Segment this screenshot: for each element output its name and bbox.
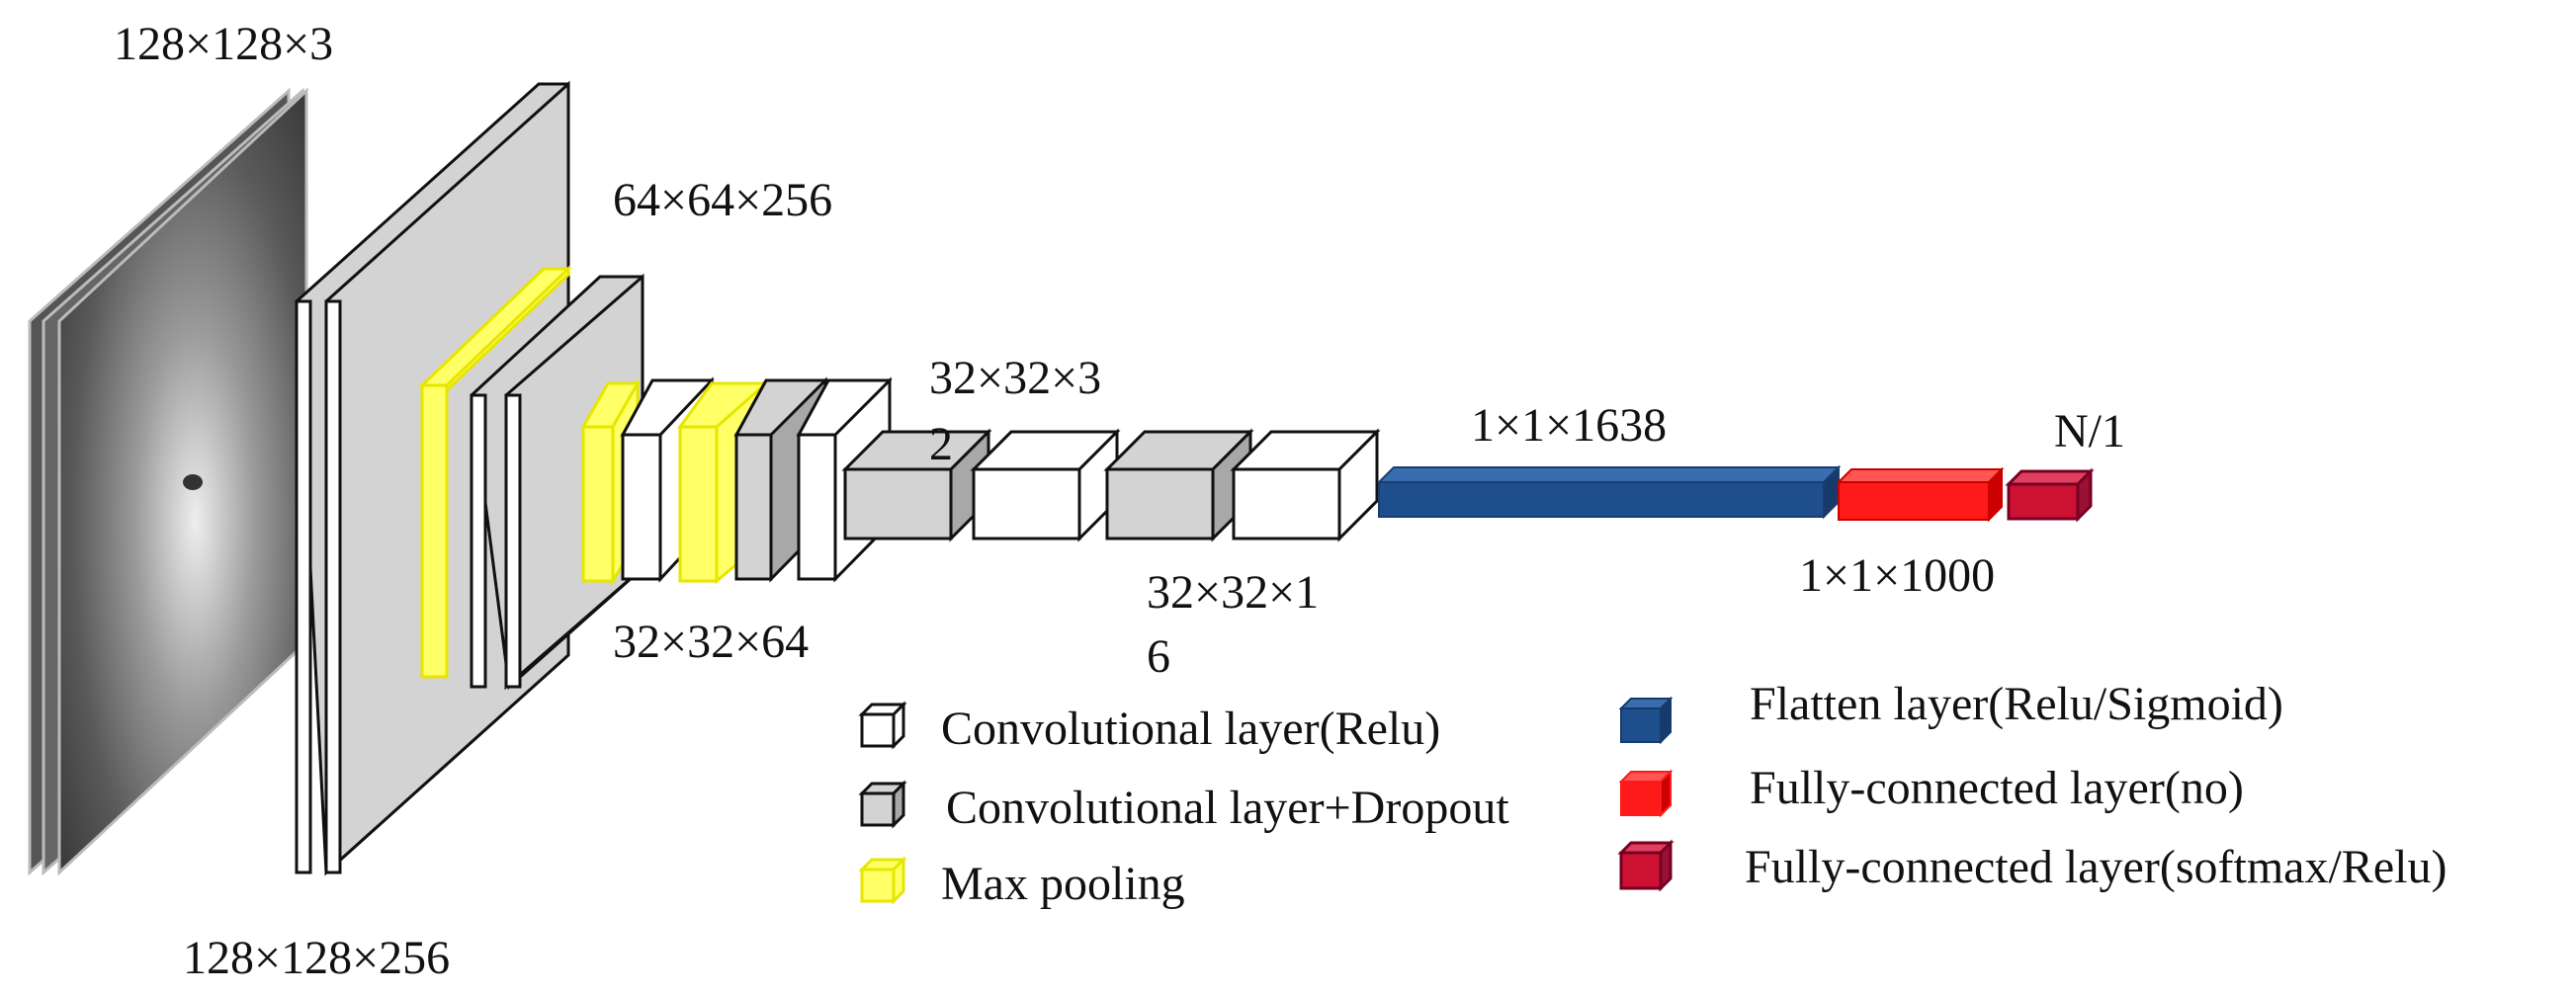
cube-icon [858, 780, 907, 829]
conv2-front-1 [470, 393, 487, 689]
output-layer [2005, 467, 2095, 523]
legend-item-flatten: Flatten layer(Relu/Sigmoid) [1618, 678, 2283, 745]
legend-label-fc-softmax: Fully-connected layer(softmax/Relu) [1745, 841, 2447, 893]
cube-icon [1617, 839, 1674, 892]
conv4c-front [1105, 467, 1215, 540]
legend-label-fc-no: Fully-connected layer(no) [1750, 762, 2244, 814]
legend-label-max-pooling: Max pooling [941, 858, 1185, 910]
conv4a-front [843, 467, 953, 540]
pool2-front [581, 425, 615, 583]
conv4b-front [972, 467, 1081, 540]
legend-item-conv-relu: Convolutional layer(Relu) [858, 701, 1440, 755]
input-image-stack [28, 87, 308, 876]
block4-group [841, 428, 1381, 542]
legend-label-conv-relu: Convolutional layer(Relu) [941, 703, 1440, 755]
label-flatten-dims: 1×1×1638 [1471, 399, 1667, 452]
conv3a-front [621, 433, 662, 581]
maxpool1-front [420, 383, 449, 679]
fc1-top [1836, 468, 2005, 483]
conv2-layer [470, 273, 644, 691]
label-input-dims: 128×128×3 [114, 18, 333, 70]
legend: Convolutional layer(Relu) Convolutional … [858, 678, 2447, 910]
legend-item-conv-dropout: Convolutional layer+Dropout [858, 780, 1509, 834]
legend-label-flatten: Flatten layer(Relu/Sigmoid) [1750, 678, 2283, 730]
label-block4-dims-1: 32×32×3 [929, 352, 1101, 404]
flatten-top [1376, 466, 1842, 483]
conv3c-front [797, 433, 837, 581]
label-block5-dims-1: 32×32×1 [1147, 566, 1319, 619]
label-block5-dims-2: 6 [1147, 630, 1170, 683]
pool3-front [678, 425, 719, 583]
output-front [2007, 482, 2080, 521]
cyclone-eye [183, 474, 203, 490]
satellite-image-icon [57, 87, 308, 876]
label-output-dims: N/1 [2054, 405, 2125, 457]
legend-item-max-pooling: Max pooling [858, 856, 1185, 910]
label-pool1-dims: 64×64×256 [613, 174, 832, 226]
flatten-layer [1376, 464, 1842, 520]
cube-icon [1618, 696, 1674, 745]
maxpool1-layer [418, 265, 572, 679]
label-fc1-dims: 1×1×1000 [1799, 549, 1995, 602]
label-block3-dims: 32×32×64 [613, 616, 809, 668]
legend-item-fc-no: Fully-connected layer(no) [1618, 762, 2244, 818]
label-block4-dims-2: 2 [929, 418, 953, 470]
label-conv1-dims: 128×128×256 [183, 932, 450, 984]
cube-icon [1618, 769, 1674, 818]
conv1-front-face-2 [324, 299, 342, 874]
flatten-front [1378, 481, 1825, 518]
legend-label-conv-dropout: Convolutional layer+Dropout [946, 782, 1509, 834]
conv1-front-face-1 [295, 299, 312, 874]
conv3b-front [734, 433, 773, 581]
legend-item-fc-softmax: Fully-connected layer(softmax/Relu) [1617, 839, 2447, 893]
cube-icon [858, 856, 907, 905]
conv4d-front [1232, 467, 1341, 540]
fc1-layer [1836, 466, 2005, 523]
conv2-front-2 [504, 393, 522, 689]
cube-icon [858, 701, 907, 750]
fc1-front [1838, 481, 1990, 521]
